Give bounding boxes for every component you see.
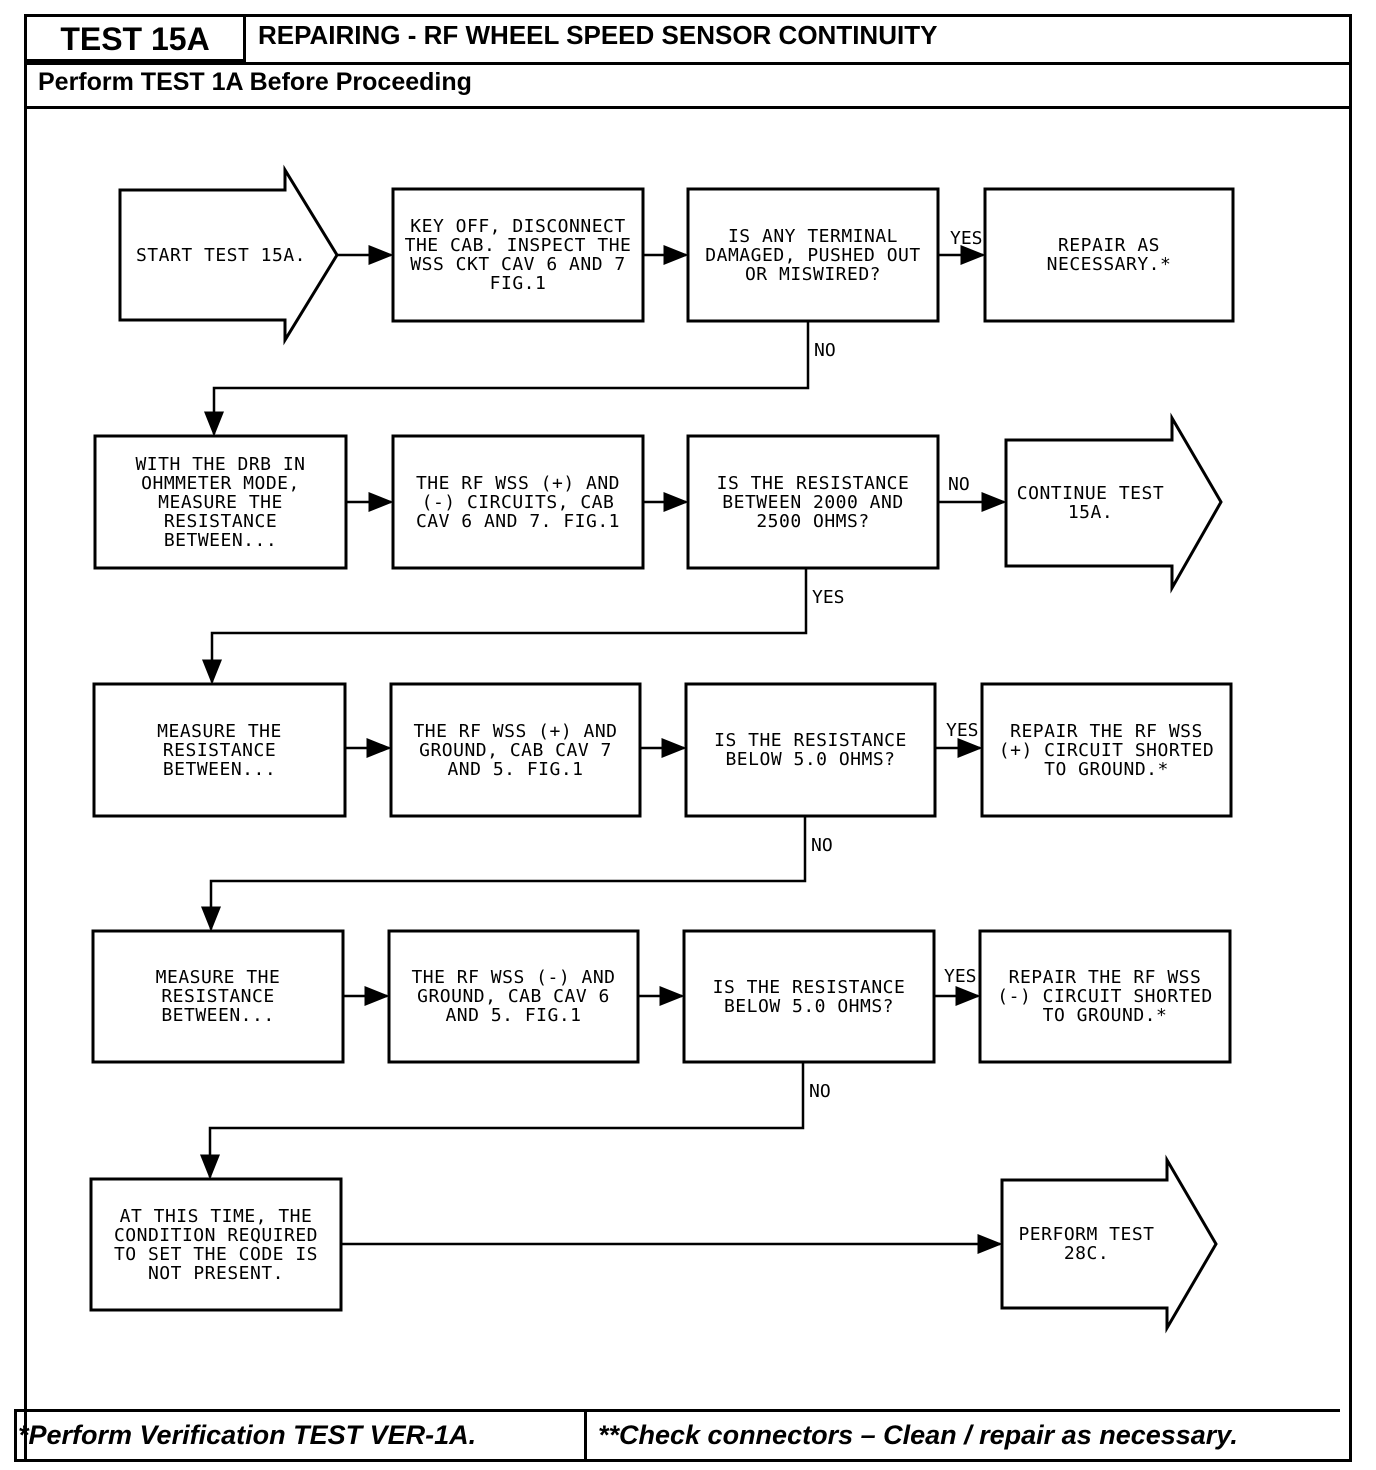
step2b-box <box>391 434 645 570</box>
q3-decision: IS THE RESISTANCE BELOW 5.0 OHMS? <box>714 730 907 770</box>
repair4-box <box>978 929 1232 1064</box>
step2a-node: WITH THE DRB IN OHMMETER MODE, MEASURE T… <box>135 453 306 551</box>
q1-decision: IS ANY TERMINAL DAMAGED, PUSHED OUT OR M… <box>705 225 921 285</box>
repair1-node: REPAIR AS NECESSARY.* <box>1046 235 1172 275</box>
q2-decision: IS THE RESISTANCE BETWEEN 2000 AND 2500 … <box>716 472 910 532</box>
q4-decision: IS THE RESISTANCE BELOW 5.0 OHMS? <box>712 976 906 1017</box>
perform-arrow-shape <box>1000 1154 1218 1334</box>
repair3-node: REPAIR THE RF WSS (+) CIRCUIT SHORTED TO… <box>998 720 1215 780</box>
edge-label-q4-yes: YES <box>944 966 977 987</box>
footer-verification-note: *Perform Verification TEST VER-1A. <box>18 1420 477 1450</box>
final-box <box>89 1177 343 1312</box>
step2b-node: THE RF WSS (+) AND (-) CIRCUITS, CAB CAV… <box>415 472 621 532</box>
footer-separator <box>584 1409 587 1462</box>
start-node: START TEST 15A. <box>135 244 307 266</box>
step2a-box <box>93 434 348 570</box>
step3b-node: THE RF WSS (+) AND GROUND, CAB CAV 7 AND… <box>413 720 618 780</box>
repair1-box <box>983 187 1235 323</box>
edge-label-q4-no: NO <box>809 1081 831 1102</box>
repair3-box <box>980 682 1233 818</box>
header-divider <box>24 62 1352 65</box>
edge-label-q2-no: NO <box>948 474 970 495</box>
footer-frame <box>14 1409 1340 1462</box>
edge-label-q3-no: NO <box>811 835 833 856</box>
step1-node: KEY OFF, DISCONNECT THE CAB. INSPECT THE… <box>404 216 632 294</box>
header-divider-bottom <box>24 106 1352 109</box>
edge-label-q2-yes: YES <box>812 587 845 608</box>
edge-label-q1-yes: YES <box>950 228 983 249</box>
step3a-box <box>92 682 347 818</box>
footer-connector-note: **Check connectors – Clean / repair as n… <box>598 1420 1238 1450</box>
perform-node: PERFORM TEST 28C. <box>1018 1224 1155 1264</box>
continue-node: CONTINUE TEST 15A. <box>1016 483 1165 523</box>
edge-label-q3-yes: YES <box>946 720 979 741</box>
test-id: TEST 15A <box>24 14 246 62</box>
edge-label-q1-no: NO <box>814 340 836 361</box>
q3-box <box>684 682 937 818</box>
step4a-node: MEASURE THE RESISTANCE BETWEEN... <box>155 967 281 1026</box>
page-title: REPAIRING - RF WHEEL SPEED SENSOR CONTIN… <box>258 20 938 50</box>
step3b-box <box>389 682 642 818</box>
footer-divider <box>14 1409 1340 1412</box>
step4b-node: THE RF WSS (-) AND GROUND, CAB CAV 6 AND… <box>411 967 616 1026</box>
continue-arrow-shape <box>1004 412 1223 594</box>
prerequisite-note: Perform TEST 1A Before Proceeding <box>38 68 472 96</box>
q2-box <box>686 434 940 570</box>
q4-box <box>682 929 936 1064</box>
start-arrow-shape <box>118 164 339 346</box>
final-node: AT THIS TIME, THE CONDITION REQUIRED TO … <box>113 1205 319 1284</box>
repair4-node: REPAIR THE RF WSS (-) CIRCUIT SHORTED TO… <box>997 967 1213 1026</box>
step3a-node: MEASURE THE RESISTANCE BETWEEN... <box>157 720 282 780</box>
